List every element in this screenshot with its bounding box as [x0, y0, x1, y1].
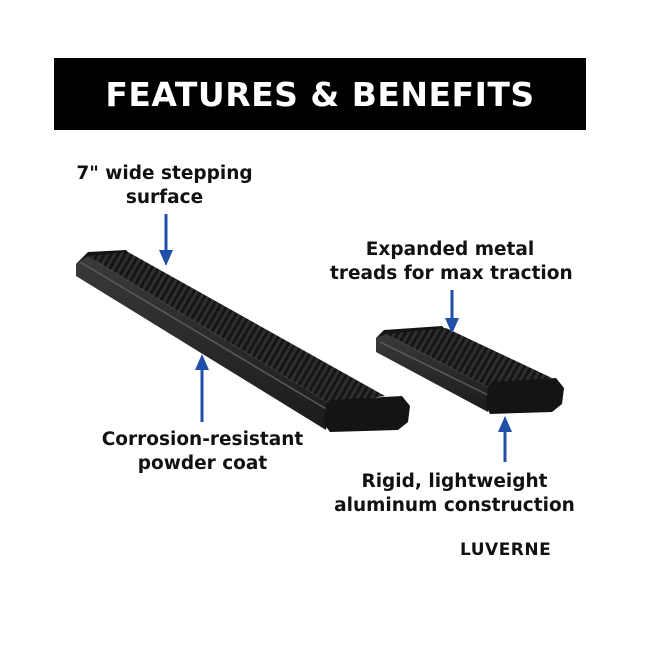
label-aluminum-line2: aluminum construction [334, 495, 575, 516]
label-aluminum-line1: Rigid, lightweight [361, 471, 548, 492]
label-expanded-metal: Expanded metal treads for max traction [330, 238, 573, 286]
arrow-up-aluminum [498, 416, 512, 462]
label-stepping-surface-line2: surface [125, 187, 204, 208]
arrow-up-powder-coat [195, 354, 209, 422]
label-powder-coat-line1: Corrosion-resistant [101, 429, 304, 450]
header-banner: FEATURES & BENEFITS [54, 58, 586, 130]
label-stepping-surface: 7" wide stepping surface [72, 162, 257, 210]
long-board-side [76, 256, 330, 430]
arrow-down-stepping-surface [159, 214, 173, 266]
luverne-logo: LUVERNE [460, 540, 552, 560]
label-stepping-surface-line1: 7" wide stepping [76, 163, 253, 184]
short-board-tread [386, 328, 552, 388]
label-expanded-metal-line2: treads for max traction [330, 263, 573, 284]
long-board-front-cap [324, 396, 410, 432]
short-board-edge [379, 341, 491, 397]
label-powder-coat-line2: powder coat [137, 453, 268, 474]
label-aluminum: Rigid, lightweight aluminum construction [332, 470, 577, 518]
callout-arrows [159, 214, 512, 462]
label-expanded-metal-line1: Expanded metal [365, 239, 535, 260]
long-running-board [76, 250, 410, 432]
short-running-board [376, 326, 564, 414]
short-board-front-cap [486, 378, 564, 414]
arrow-down-expanded-metal [445, 290, 459, 334]
long-board-edge [79, 261, 329, 411]
long-board-tread [88, 252, 385, 404]
banner-title: FEATURES & BENEFITS [105, 74, 535, 114]
label-powder-coat: Corrosion-resistant powder coat [100, 428, 305, 476]
